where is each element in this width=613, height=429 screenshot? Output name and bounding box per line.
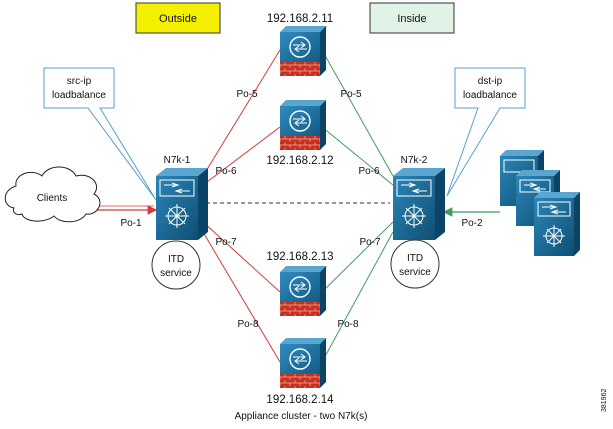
appliance-4-ip: 192.168.2.14 (266, 394, 334, 406)
clients-cloud: Clients (4, 166, 101, 223)
appliance-2 (280, 100, 326, 150)
appliance-3 (280, 266, 326, 316)
dst-ip-callout: dst-ip loadbalance (446, 67, 526, 197)
link-left-app2 (202, 126, 281, 186)
inside-links (321, 49, 394, 363)
link-right-app3 (321, 221, 394, 293)
outside-zone-box (135, 2, 221, 34)
po-label-right-4: Po-8 (337, 319, 359, 330)
itd-left-line2: service (160, 268, 192, 279)
figure-id: 381962 (601, 389, 608, 412)
appliance-2-ip: 192.168.2.12 (266, 155, 333, 167)
link-left-app3 (202, 221, 281, 293)
itd-service-left: ITD service (151, 240, 201, 290)
itd-right-line2: service (399, 267, 431, 278)
inside-zone-box (369, 2, 455, 34)
po-label-left-1: Po-5 (236, 89, 258, 100)
src-ip-callout: src-ip loadbalance (43, 67, 157, 201)
n7k-2-switch: N7k-2 (393, 155, 445, 240)
po-label-servers: Po-2 (461, 218, 483, 229)
src-ip-callout-line1: src-ip (67, 76, 92, 87)
appliance-3-ip: 192.168.2.13 (266, 251, 333, 263)
po-label-right-2: Po-6 (358, 166, 380, 177)
link-right-app1 (321, 49, 394, 177)
link-right-app2 (321, 126, 394, 186)
po-label-left-2: Po-6 (215, 166, 237, 177)
link-left-app4 (202, 231, 281, 363)
dst-ip-callout-line1: dst-ip (478, 76, 503, 87)
itd-left-line1: ITD (168, 254, 184, 265)
po-label-left-3: Po-7 (215, 237, 237, 248)
appliance-1 (280, 26, 326, 76)
n7k-2-label: N7k-2 (401, 155, 428, 166)
outside-links (202, 49, 281, 363)
link-left-app1 (202, 49, 281, 177)
itd-right-line1: ITD (407, 253, 423, 264)
dst-ip-callout-line2: loadbalance (463, 90, 517, 101)
outside-zone-label: Outside (159, 13, 197, 25)
po-label-clients: Po-1 (120, 218, 142, 229)
appliance-1-ip: 192.168.2.11 (267, 13, 333, 25)
inside-zone-label: Inside (397, 13, 426, 25)
src-ip-callout-line2: loadbalance (52, 90, 106, 101)
appliance-4 (280, 338, 326, 388)
itd-service-right: ITD service (390, 239, 440, 289)
diagram-caption: Appliance cluster - two N7k(s) (235, 411, 368, 422)
po-label-left-4: Po-8 (237, 319, 259, 330)
n7k-1-switch: N7k-1 (156, 155, 208, 240)
clients-label: Clients (37, 193, 68, 204)
po-label-right-1: Po-5 (340, 89, 362, 100)
link-right-app4 (321, 231, 394, 363)
server-stack (500, 150, 580, 256)
po-label-right-3: Po-7 (359, 237, 381, 248)
n7k-1-label: N7k-1 (164, 155, 191, 166)
